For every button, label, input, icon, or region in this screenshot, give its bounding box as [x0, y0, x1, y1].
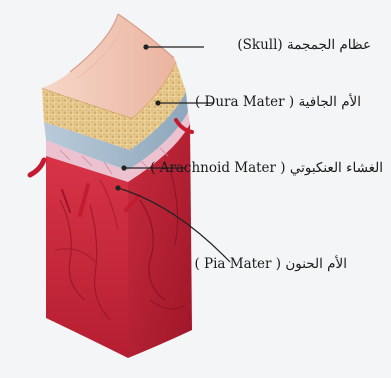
pia-mater-label: الأم الحنون ( Pia Mater )	[194, 256, 347, 272]
arachnoid-mater-label: الغشاء العنكبوتي ( Arachnoid Mater )	[150, 160, 383, 176]
pia-tissue-front	[46, 152, 128, 358]
dura-mater-label: الأم الجافية ( Dura Mater )	[195, 94, 361, 110]
skull-label: عظام الجمجمة (Skull)	[237, 37, 371, 53]
